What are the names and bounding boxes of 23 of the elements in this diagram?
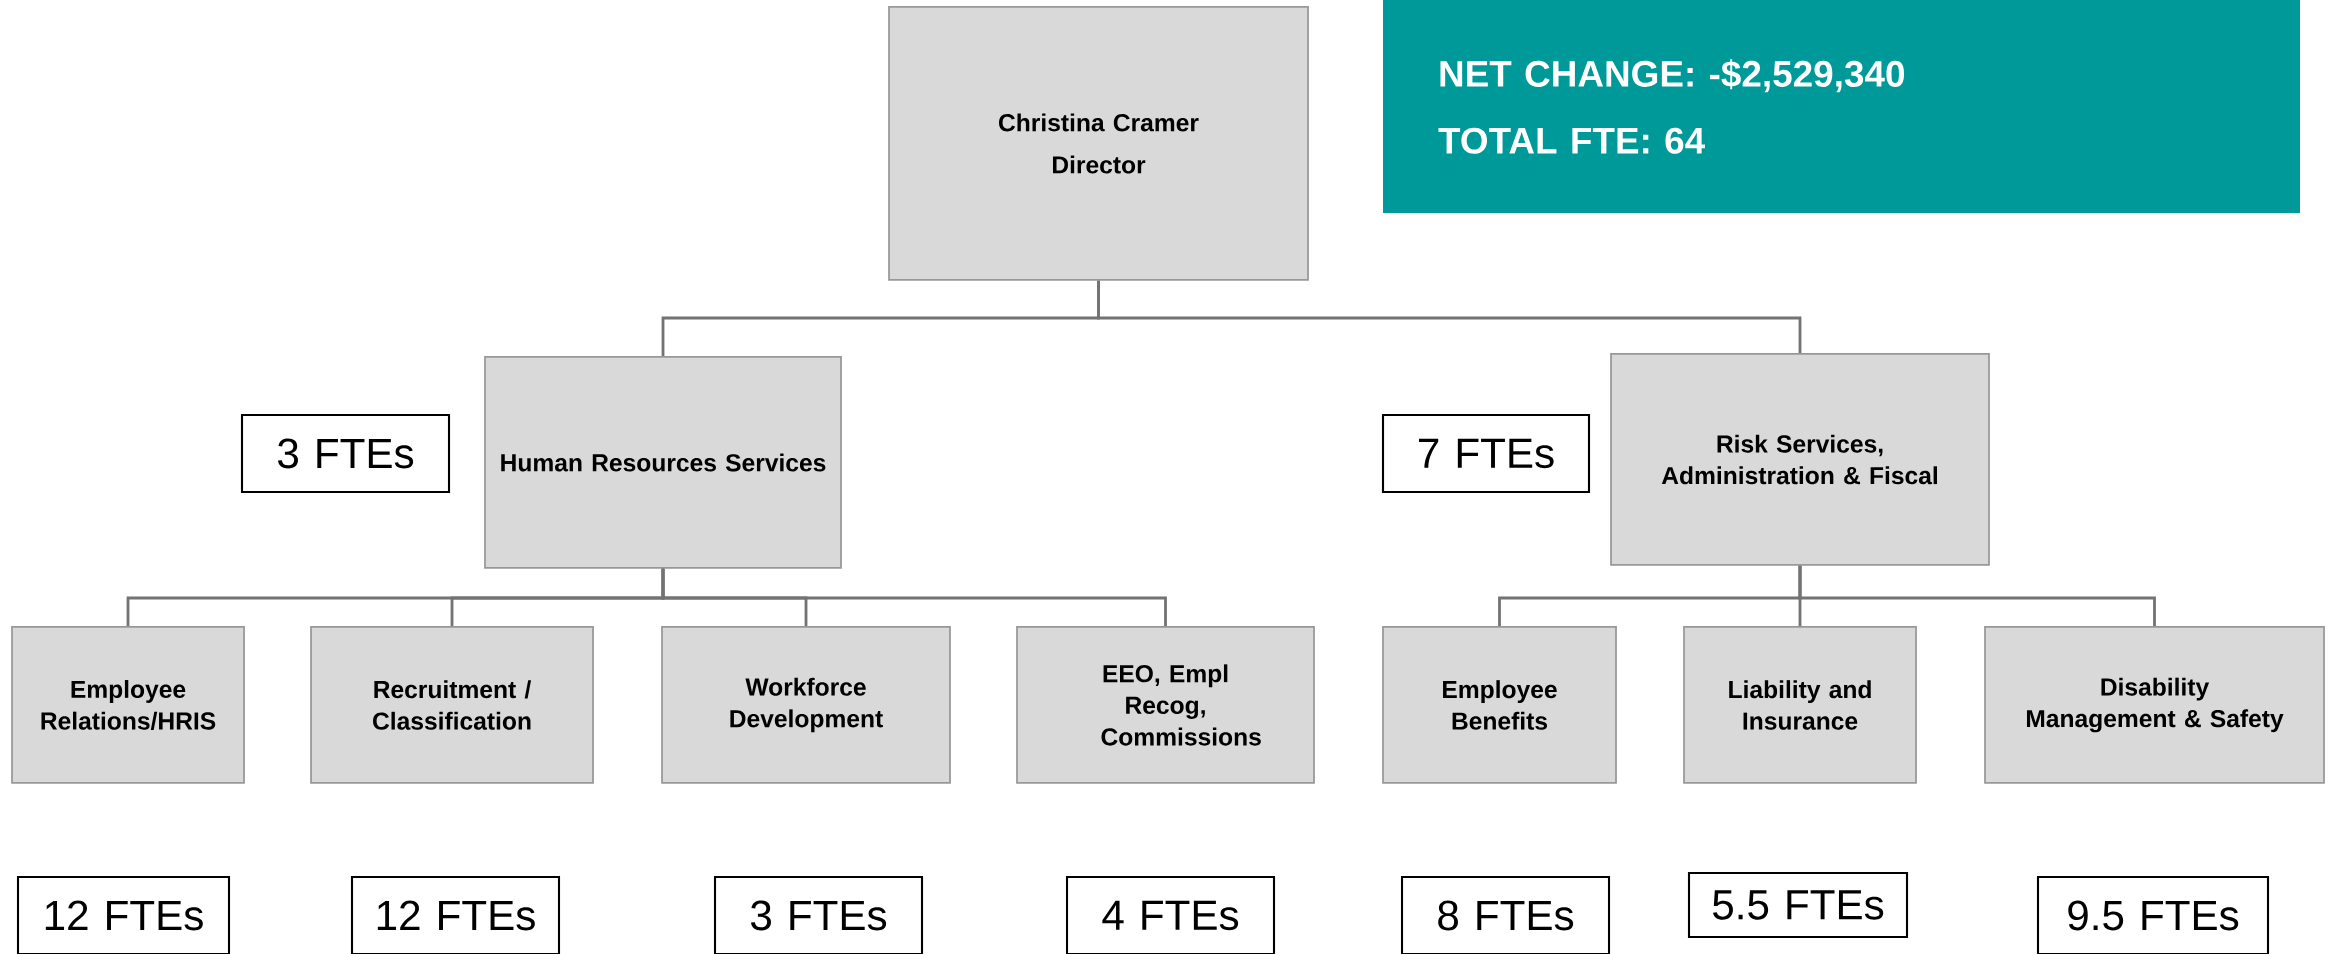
org-box: Human Resources Services [484,356,842,569]
org-box: EEO, Empl Recog, Commissions [1016,626,1315,784]
org-box: Employee Benefits [1382,626,1617,784]
fte-box: 12 FTEs [350,875,561,954]
org-box: Employee Relations/HRIS [11,626,245,784]
fte-box: 12 FTEs [16,875,231,954]
summary-panel: NET CHANGE: -$2,529,340 TOTAL FTE: 64 [1383,0,2300,213]
org-box: Recruitment / Classification [310,626,594,784]
fte-box: 8 FTEs [1400,875,1611,954]
fte-box: 9.5 FTEs [2036,875,2270,954]
connector-line [1798,565,2156,627]
fte-box: 5.5 FTEs [1687,871,1909,939]
org-box: Risk Services, Administration & Fiscal [1610,353,1990,566]
fte-box: 3 FTEs [240,413,451,494]
org-box: Liability and Insurance [1683,626,1917,784]
org-box: Disability Management & Safety [1984,626,2325,784]
fte-box: 3 FTEs [713,875,924,954]
fte-box: 7 FTEs [1381,413,1591,494]
org-box: Workforce Development [661,626,951,784]
org-box: Christina Cramer Director [888,6,1309,281]
connector-line [1097,280,1802,354]
connector-line [661,568,1167,627]
fte-box: 4 FTEs [1065,875,1276,954]
